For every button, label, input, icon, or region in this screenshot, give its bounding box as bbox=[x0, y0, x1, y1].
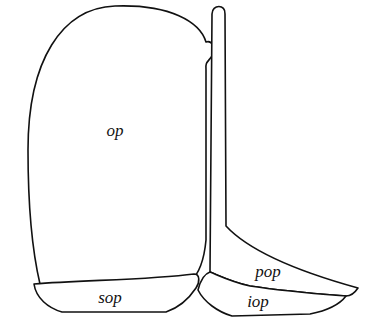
bone-region: op bbox=[24, 2, 220, 288]
bone-label: iop bbox=[247, 293, 269, 310]
bone-outline-path bbox=[198, 272, 346, 316]
bone-region: pop bbox=[206, 2, 362, 300]
bone-label: sop bbox=[98, 289, 122, 306]
bone-outline-path bbox=[210, 7, 358, 297]
bone-outline bbox=[206, 2, 362, 300]
bone-outline-path bbox=[28, 6, 214, 284]
bone-outline-path bbox=[34, 274, 199, 312]
bone-label: op bbox=[107, 122, 124, 139]
bone-outline bbox=[24, 2, 220, 288]
bone-region: sop bbox=[30, 270, 204, 316]
bone-label: pop bbox=[255, 263, 281, 280]
